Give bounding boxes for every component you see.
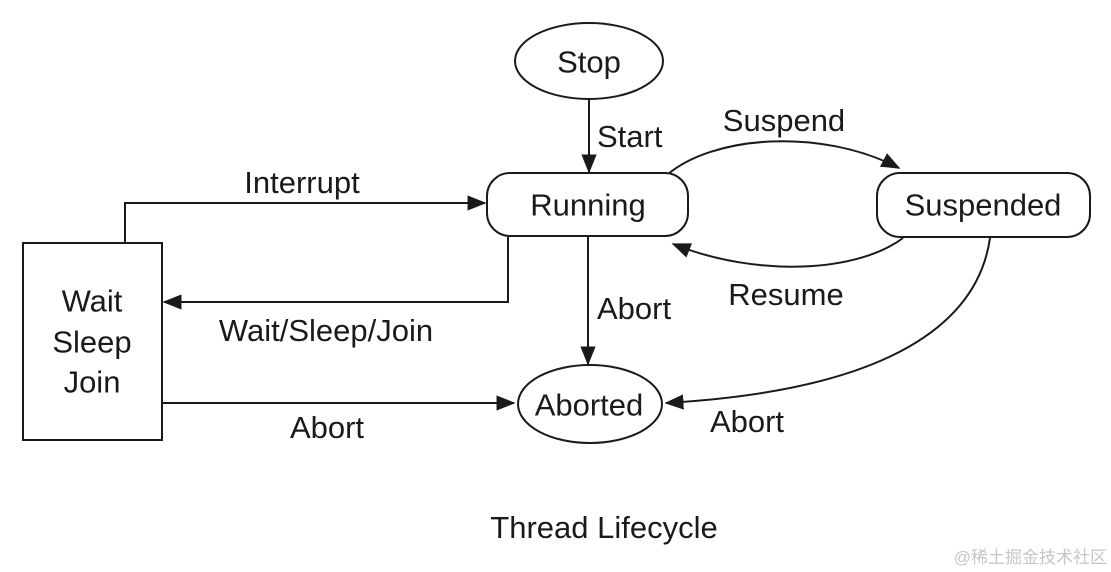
node-running-label: Running xyxy=(530,188,645,223)
edge-abort-from-suspended-label: Abort xyxy=(710,404,784,439)
watermark-text: @稀土掘金技术社区 xyxy=(954,548,1107,567)
node-aborted-label: Aborted xyxy=(535,388,644,423)
edge-abort-from-running-label: Abort xyxy=(597,291,671,326)
edge-resume xyxy=(671,237,904,268)
node-stop-label: Stop xyxy=(557,45,621,80)
node-sleep-line: Sleep xyxy=(52,325,131,360)
node-aborted-shape xyxy=(517,364,663,444)
edge-suspend-label: Suspend xyxy=(723,103,845,138)
edge-suspend xyxy=(666,140,901,176)
node-suspended-label: Suspended xyxy=(905,188,1062,223)
edge-interrupt xyxy=(124,195,487,243)
node-wait-sleep-join: Wait Sleep Join xyxy=(22,242,163,441)
diagram-title: Thread Lifecycle xyxy=(490,510,717,545)
node-suspended-shape xyxy=(876,172,1091,238)
edge-interrupt-label: Interrupt xyxy=(244,165,360,200)
node-running: Running xyxy=(486,172,689,237)
edge-abort-from-wait-label: Abort xyxy=(290,410,364,445)
node-stop-shape xyxy=(514,22,664,100)
edge-start-label: Start xyxy=(597,119,663,154)
edge-wait-sleep-join xyxy=(162,237,509,310)
edge-abort-from-suspended xyxy=(664,237,991,410)
node-stop: Stop xyxy=(514,22,664,100)
node-join-line: Join xyxy=(64,365,121,400)
node-aborted: Aborted xyxy=(517,364,663,444)
edge-wait-sleep-join-label: Wait/Sleep/Join xyxy=(219,313,433,348)
node-suspended: Suspended xyxy=(876,172,1091,238)
node-wait-sleep-join-shape xyxy=(22,242,163,441)
edge-resume-label: Resume xyxy=(728,277,843,312)
node-running-shape xyxy=(486,172,689,237)
node-wait-line: Wait xyxy=(62,284,123,319)
